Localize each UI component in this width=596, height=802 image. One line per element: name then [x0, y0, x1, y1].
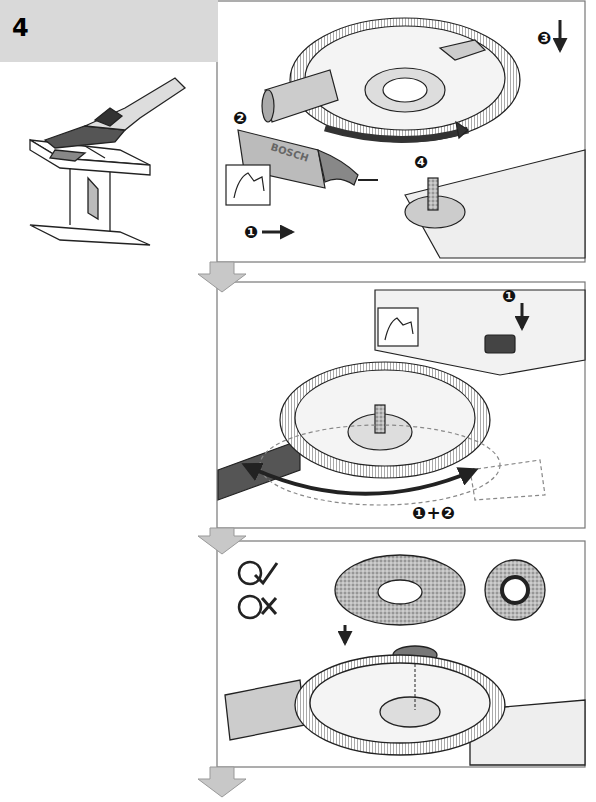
panel3-illustration-part [335, 555, 465, 625]
panel2-illustration [218, 290, 585, 505]
sequence-arrows-part [198, 262, 246, 292]
panel3-illustration-part [262, 598, 276, 614]
panel3-illustration-part [310, 663, 490, 743]
panel2-illustration-part [375, 405, 385, 433]
panel1-illustration-part [226, 165, 270, 205]
ibeam-scene-part [30, 140, 150, 175]
panel1-illustration-part [405, 150, 585, 258]
panel3-illustration-part [295, 655, 505, 755]
ibeam-scene-part [88, 178, 98, 219]
callout-number: ❷ [233, 110, 247, 127]
panel2-illustration-part [280, 362, 490, 478]
panel1-illustration-part [325, 128, 468, 140]
panel1-illustration-part [305, 26, 505, 130]
panel3-illustration-part [415, 664, 416, 710]
panel3-illustration-part [239, 562, 261, 584]
panel1-illustration-part [365, 68, 445, 112]
step-panels-part [217, 1, 585, 262]
callout-number: ❸ [537, 30, 551, 47]
step-panels-part [217, 282, 585, 528]
panel1-illustration-part [559, 20, 562, 50]
ibeam-scene [30, 78, 185, 245]
panel3-illustration-part [239, 596, 261, 618]
panel2-illustration-part [485, 335, 515, 353]
ibeam-scene-part [70, 168, 110, 232]
step-panels-part [217, 541, 585, 767]
panel1-illustration-part [318, 150, 358, 185]
panel2-illustration-part [295, 370, 475, 466]
step-header: 4 [0, 0, 218, 62]
panel2-illustration-part [385, 318, 413, 340]
panel1-illustration-part [262, 90, 274, 122]
ibeam-scene-part [30, 225, 150, 245]
panel3-illustration-part [380, 697, 440, 727]
panel3-illustration-part [378, 580, 422, 604]
sequence-arrows-part [198, 767, 246, 797]
panel2-illustration-part [521, 303, 524, 328]
panel1-illustration-part [265, 70, 338, 122]
panel1-illustration-part [456, 122, 468, 138]
panel3-illustration-part [344, 625, 347, 643]
callout-number: ❶+❷ [412, 505, 455, 522]
panel1-illustration-part [440, 40, 485, 60]
callout-number: ❶ [502, 288, 516, 305]
panel1-illustration-part [234, 173, 264, 198]
ibeam-scene-part [95, 108, 122, 126]
panel2-illustration-part [375, 290, 585, 375]
panel1-illustration-part [358, 179, 378, 181]
step-panels [217, 1, 585, 767]
panel2-illustration-part [378, 308, 418, 346]
panel3-illustration-part [502, 577, 528, 603]
ibeam-scene-part [85, 78, 185, 130]
panel1-illustration-part [428, 178, 438, 210]
callout-number: ❶ [244, 224, 258, 241]
panel2-illustration-part [245, 465, 475, 494]
panel3-illustration-part [225, 680, 305, 740]
panel1-illustration-part [262, 231, 292, 234]
panel1-illustration [226, 18, 585, 258]
panel1-illustration-part [383, 78, 427, 102]
step-number: 4 [12, 14, 29, 42]
panel3-illustration [225, 555, 585, 765]
panel2-illustration-part [470, 460, 545, 500]
panel3-illustration-part [485, 560, 545, 620]
sequence-arrows-part [198, 528, 246, 554]
panel3-illustration-part [255, 563, 277, 583]
callout-number: ❹ [414, 154, 428, 171]
